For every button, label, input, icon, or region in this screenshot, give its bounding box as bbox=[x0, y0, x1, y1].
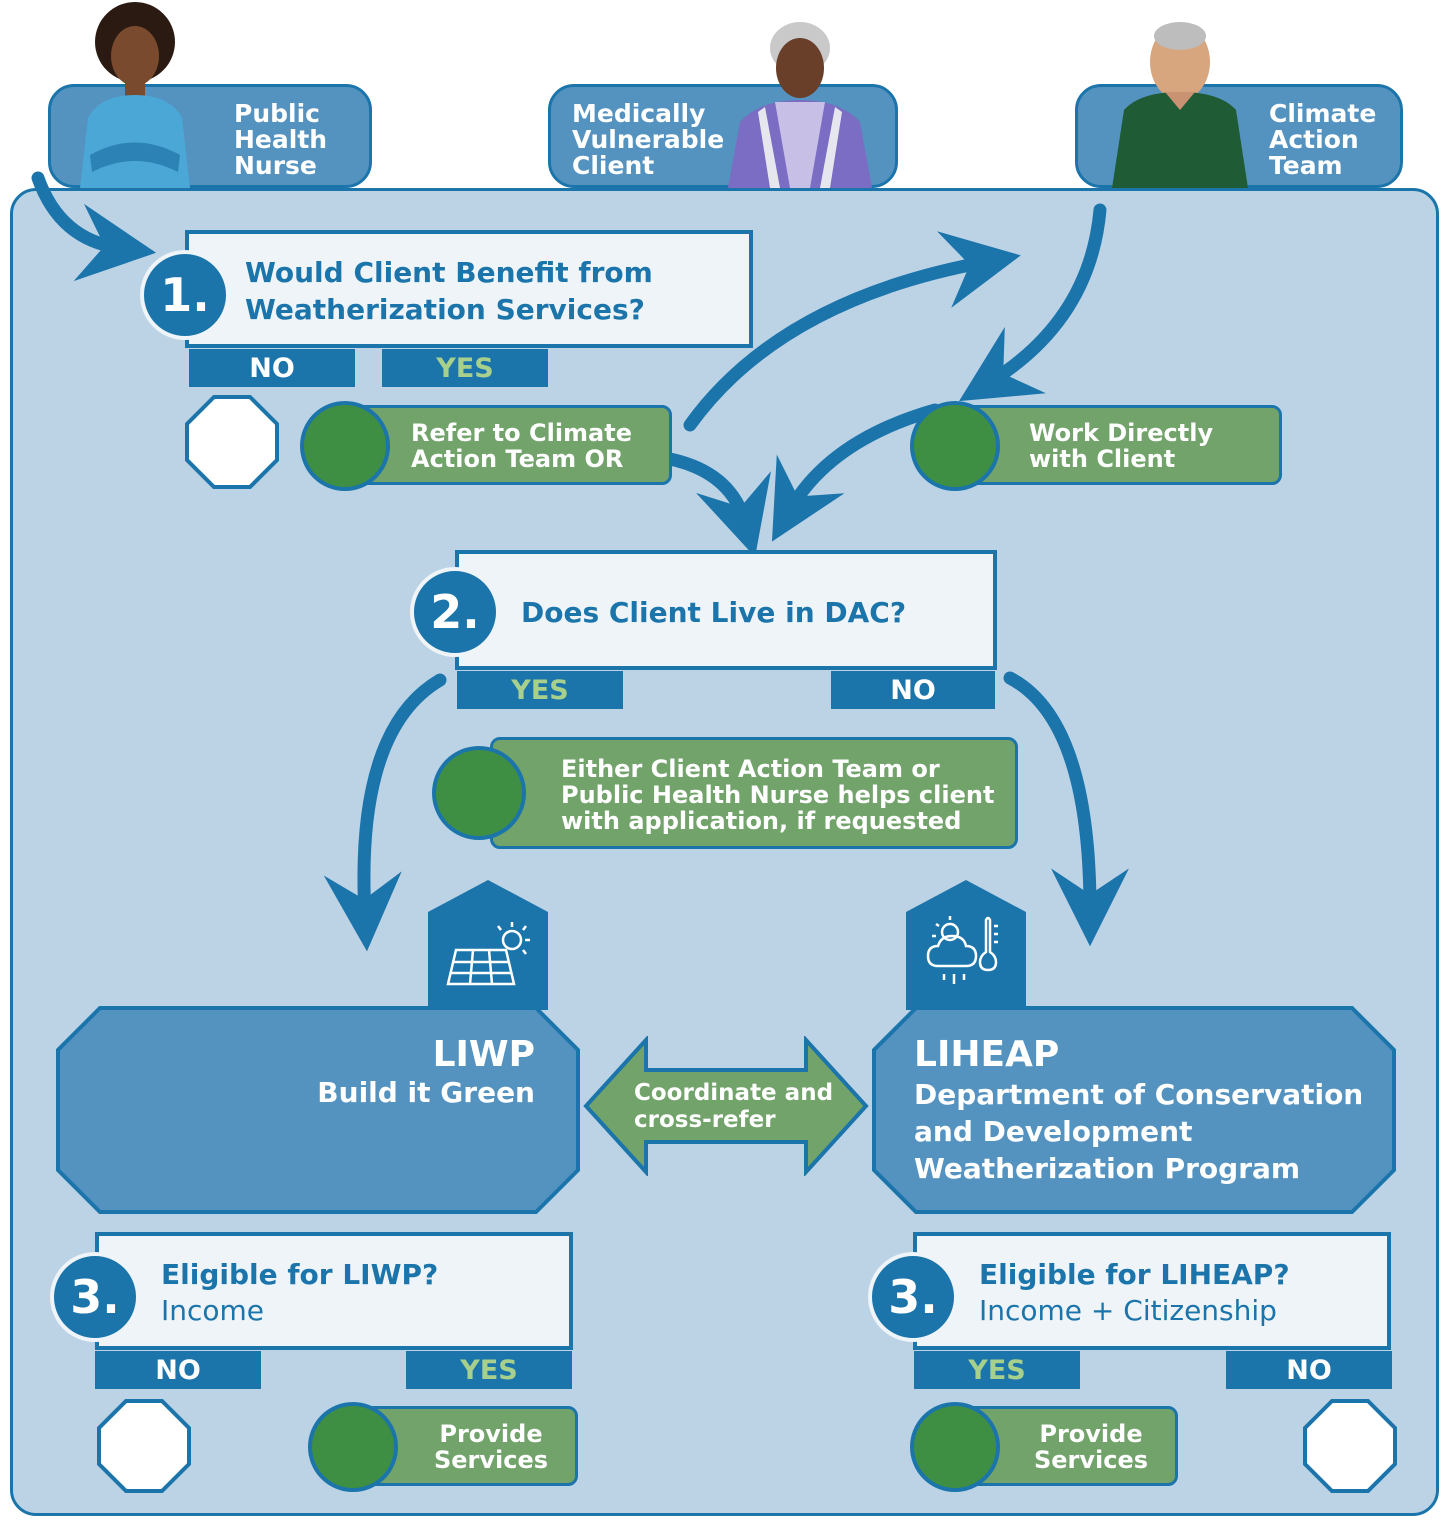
role-label-nurse: Public Health Nurse bbox=[234, 99, 328, 180]
liwp-program-shape bbox=[56, 1006, 580, 1214]
help-pill: Either Client Action Team or Public Heal… bbox=[490, 737, 1018, 849]
step1-yes-tab: YES bbox=[382, 349, 548, 387]
avatar-team-member bbox=[1112, 22, 1248, 188]
work-dot bbox=[910, 401, 1000, 491]
step3-liwp-no-tab: NO bbox=[95, 1351, 261, 1389]
step3-liheap-number-badge: 3. bbox=[868, 1252, 958, 1342]
step3-liheap-no-tab: NO bbox=[1226, 1351, 1392, 1389]
step3-liheap-question: Eligible for LIHEAP? bbox=[979, 1258, 1290, 1291]
work-text: Work Directly with Client bbox=[1029, 419, 1214, 473]
coordinate-text: Coordinate and cross-refer bbox=[634, 1080, 834, 1133]
step3-liheap-yes-tab: YES bbox=[914, 1351, 1080, 1389]
step3-liwp-number-badge: 3. bbox=[50, 1252, 140, 1342]
step2-yes-tab: YES bbox=[457, 671, 623, 709]
refer-pill: Refer to Climate Action Team OR bbox=[330, 405, 672, 485]
stop-octagon-icon bbox=[97, 1399, 191, 1493]
liwp-title: LIWP bbox=[432, 1034, 535, 1075]
step1-question: Would Client Benefit from Weatherization… bbox=[245, 256, 653, 326]
step2-question: Does Client Live in DAC? bbox=[521, 596, 907, 629]
role-label-team: Climate Action Team bbox=[1269, 99, 1377, 180]
help-text: Either Client Action Team or Public Heal… bbox=[561, 755, 995, 835]
coordinate-double-arrow bbox=[583, 1036, 869, 1176]
liheap-title: LIHEAP bbox=[914, 1034, 1060, 1075]
liheap-provide-dot bbox=[910, 1402, 1000, 1492]
liwp-provide-text: Provide Services bbox=[433, 1420, 549, 1474]
liwp-provide-dot bbox=[308, 1402, 398, 1492]
step2-no-tab: NO bbox=[831, 671, 995, 709]
liwp-subtitle: Build it Green bbox=[317, 1076, 535, 1109]
liheap-provide-pill: Provide Services bbox=[938, 1406, 1178, 1486]
avatar-nurse bbox=[80, 2, 190, 188]
step2-number-badge: 2. bbox=[410, 567, 500, 657]
solar-panel-icon bbox=[428, 880, 548, 1010]
step1-question-box: Would Client Benefit from Weatherization… bbox=[185, 230, 753, 348]
liheap-program-shape bbox=[872, 1006, 1396, 1214]
role-label-client: Medically Vulnerable Client bbox=[572, 99, 725, 180]
stop-octagon-icon bbox=[185, 395, 279, 489]
work-pill: Work Directly with Client bbox=[940, 405, 1282, 485]
step3-liheap-criteria: Income + Citizenship bbox=[979, 1294, 1277, 1327]
step3-liwp-yes-tab: YES bbox=[406, 1351, 572, 1389]
avatar-client bbox=[728, 22, 872, 188]
step1-no-tab: NO bbox=[189, 349, 355, 387]
refer-text: Refer to Climate Action Team OR bbox=[411, 419, 633, 473]
step3-liwp-question: Eligible for LIWP? bbox=[161, 1258, 439, 1291]
liheap-provide-text: Provide Services bbox=[1033, 1420, 1149, 1474]
step3-liwp-box: Eligible for LIWP? Income bbox=[95, 1232, 573, 1350]
step3-liwp-criteria: Income bbox=[161, 1294, 265, 1327]
step2-question-box: Does Client Live in DAC? bbox=[455, 550, 997, 670]
help-dot bbox=[432, 746, 526, 840]
step1-number-badge: 1. bbox=[140, 250, 230, 340]
liheap-subtitle: Department of Conservation and Developme… bbox=[914, 1078, 1364, 1185]
weather-thermometer-icon bbox=[906, 880, 1026, 1010]
step3-liheap-box: Eligible for LIHEAP? Income + Citizenshi… bbox=[913, 1232, 1391, 1350]
refer-dot bbox=[300, 401, 390, 491]
stop-octagon-icon bbox=[1303, 1399, 1397, 1493]
